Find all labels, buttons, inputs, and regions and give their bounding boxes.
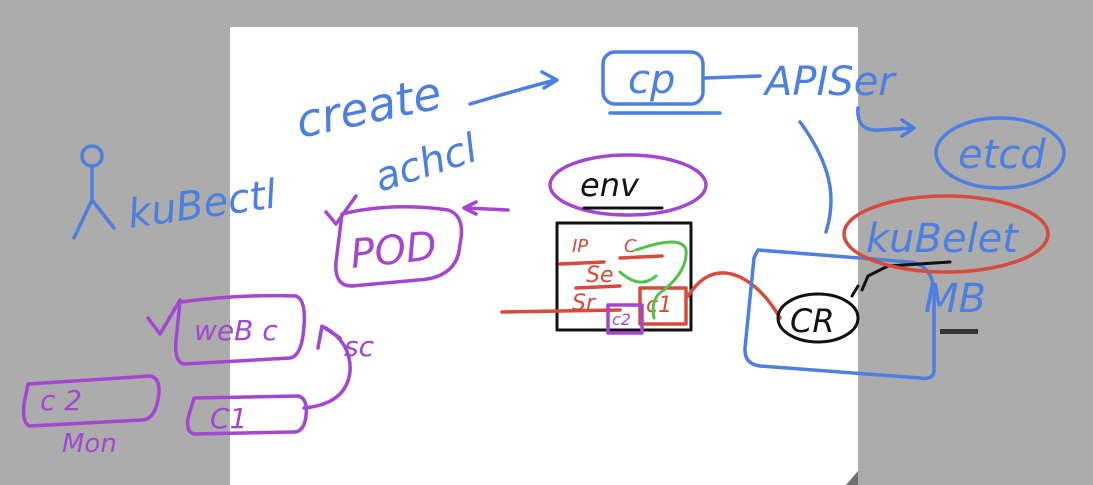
pod-box [334, 205, 464, 288]
node-box [555, 221, 693, 332]
c1-label: C1 [210, 402, 247, 435]
cr-oval [776, 292, 860, 344]
node-cr-link [686, 271, 782, 320]
mon-label: Mon [62, 429, 117, 459]
sc-label: sc [344, 330, 375, 363]
mb-label: MB [924, 276, 986, 322]
create-arrow [468, 78, 557, 106]
page-corner-tab [846, 471, 858, 485]
kubectl-label: kuBectl [125, 172, 279, 238]
green-link [618, 240, 688, 320]
etcd-oval [934, 116, 1066, 190]
webc-check-mark [146, 298, 182, 336]
cr-label: CR [790, 302, 835, 340]
box-ip-label: IP [572, 236, 588, 257]
box-se-label: Se [586, 263, 614, 288]
c2-box [21, 374, 161, 428]
etcd-label: etcd [958, 132, 1046, 178]
c1-box [185, 394, 309, 436]
create-arrow-head [540, 70, 559, 90]
cp-label: cp [628, 57, 675, 103]
box-sr-underline [500, 308, 622, 314]
cr-kubelet-link [850, 260, 952, 298]
kubelet-label: kuBelet [866, 216, 1019, 262]
apiserver-etcd-arrow-head [900, 118, 916, 138]
cp-apiserver-connector [703, 74, 762, 80]
create-label: create [291, 65, 446, 148]
user-head [80, 144, 104, 168]
pod-arrow-head [462, 200, 478, 216]
box-c2-label: c2 [612, 310, 631, 329]
box-c1-label: c1 [646, 293, 672, 318]
env-label: env [580, 166, 640, 204]
box-c2-frame [606, 303, 644, 335]
box-se-underline [574, 284, 622, 290]
apiserver-cr-connector [798, 120, 833, 234]
webc-box [173, 293, 307, 366]
env-oval [548, 153, 708, 217]
box-ip-underline [558, 260, 606, 266]
box-c-underline [618, 254, 664, 260]
user-body [72, 165, 116, 240]
sc-arrow-head [316, 324, 342, 350]
box-c-label: C [624, 236, 637, 257]
pod-label: POD [348, 223, 439, 278]
kubelet-oval [842, 194, 1050, 274]
pod-check-mark [324, 194, 358, 226]
minimize-bar [940, 329, 978, 334]
cp-box [601, 50, 705, 106]
webc-label: weB c [194, 314, 278, 347]
pod-arrow [464, 206, 510, 212]
apiserver-label: APISer [762, 59, 897, 105]
c2-label: c 2 [40, 384, 82, 417]
apiserver-etcd-arrow [856, 106, 914, 132]
action-label: achcl [369, 125, 483, 201]
